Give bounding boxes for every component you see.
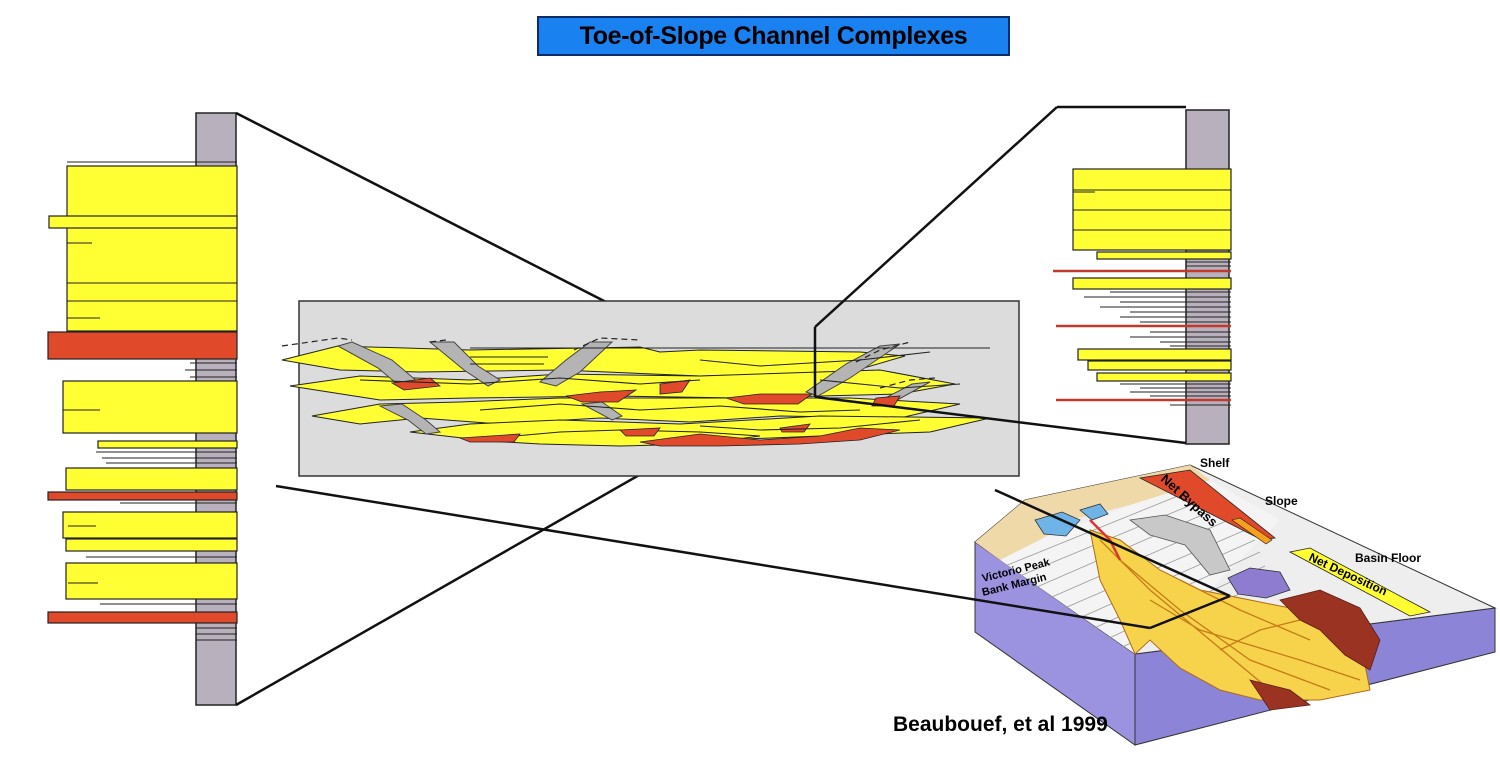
slope-label: Slope <box>1265 494 1298 508</box>
shelf-label: Shelf <box>1200 456 1230 470</box>
citation-text: Beaubouef, et al 1999 <box>893 713 1108 736</box>
channel-cross-section-panel <box>281 300 1020 477</box>
right-stratigraphic-column <box>1053 109 1232 445</box>
right-zoom-lines <box>813 105 1187 445</box>
figure-title: Toe-of-Slope Channel Complexes <box>579 21 968 50</box>
depositional-block-diagram: Net Bypass Net Deposition Shelf Slope Ba… <box>974 456 1497 746</box>
title-banner: Toe-of-Slope Channel Complexes <box>537 16 1010 56</box>
basin-floor-label: Basin Floor <box>1355 551 1421 565</box>
left-stratigraphic-column <box>47 112 238 706</box>
block-diagram-link-lines <box>275 484 1231 630</box>
